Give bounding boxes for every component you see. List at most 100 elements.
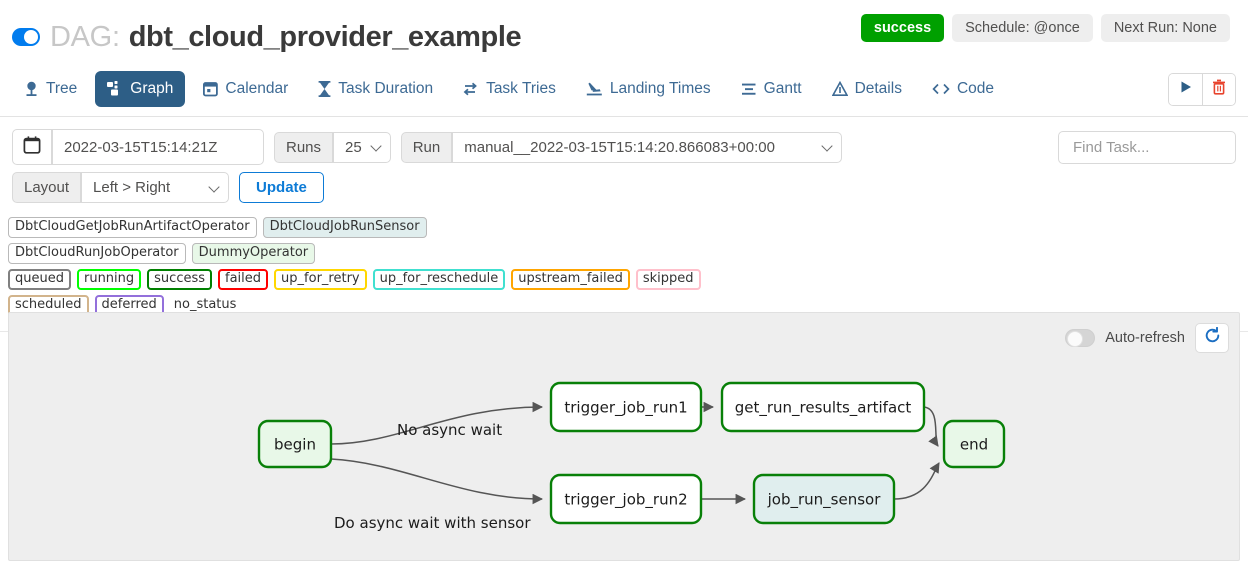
tab-label: Graph [130,80,174,97]
task-node-label: job_run_sensor [767,491,882,510]
view-tabs: Tree Graph Calendar Task Duration Task T [0,62,1248,117]
operator-legend-item: DbtCloudJobRunSensor [262,217,427,238]
details-icon [831,81,848,97]
edge-label-no-async-wait: No async wait [397,421,502,439]
state-legend-item-skipped: skipped [635,268,701,290]
graph-edge-labels: No async wait Do async wait with sensor [334,421,531,532]
task-node-label: trigger_job_run1 [564,399,687,418]
tab-label: Code [956,80,995,97]
operator-legend-item: DbtCloudRunJobOperator [8,242,186,264]
dag-graph[interactable]: No async wait Do async wait with sensor … [9,313,1240,561]
operator-legend-item: DbtCloudGetJobRunArtifactOperator [8,217,257,238]
state-legend: queued running success failed up_for_ret… [8,268,708,321]
tab-label: Details [854,80,902,97]
operator-legend: DbtCloudGetJobRunArtifactOperator DbtClo… [8,217,548,269]
landing-icon [586,81,603,97]
refresh-button[interactable] [1195,323,1229,353]
state-legend-item-running: running [76,268,142,290]
next-run-badge: Next Run: None [1100,14,1230,42]
filter-row-primary: 2022-03-15T15:14:21Z Runs 25 Run manual_… [12,129,1236,165]
dag-prefix-label: DAG: [50,20,120,53]
task-node-label: get_run_results_artifact [735,399,912,418]
tab-tree[interactable]: Tree [12,71,89,107]
dag-run-group: Run manual__2022-03-15T15:14:20.866083+0… [400,131,843,163]
trash-icon [1212,79,1226,100]
dag-pause-toggle[interactable] [12,28,40,46]
page-title: dbt_cloud_provider_example [128,20,522,53]
task-node-end[interactable]: end [942,419,1006,469]
edge-label-do-async-wait: Do async wait with sensor [334,514,531,532]
tab-gantt[interactable]: Gantt [729,71,814,107]
find-task-input[interactable]: Find Task... [1058,130,1236,164]
code-icon [932,81,950,97]
state-legend-item-up-for-reschedule: up_for_reschedule [372,268,506,290]
gantt-icon [741,81,757,97]
dag-action-buttons [1168,72,1236,106]
state-legend-item-queued: queued [8,268,71,290]
dag-run-select[interactable]: manual__2022-03-15T15:14:20.866083+00:00 [452,131,843,163]
calendar-icon [23,136,41,158]
calendar-picker-button[interactable] [12,129,52,165]
tab-task-tries[interactable]: Task Tries [451,71,568,107]
tab-label: Landing Times [609,80,711,97]
graph-nodes: begin trigger_job_run1 get_run_results_a… [257,381,1006,525]
tree-icon [24,81,39,97]
filter-row-secondary: Layout Left > Right Update [12,172,1236,203]
auto-refresh-toggle[interactable] [1065,329,1096,347]
task-node-trigger-job-run1[interactable]: trigger_job_run1 [549,381,703,433]
tab-details[interactable]: Details [820,71,914,107]
task-node-begin[interactable]: begin [257,419,333,469]
task-node-trigger-job-run2[interactable]: trigger_job_run2 [549,473,703,525]
status-badge: success [860,14,945,42]
base-date-input[interactable]: 2022-03-15T15:14:21Z [52,129,264,165]
num-runs-group: Runs 25 [274,131,391,163]
layout-group: Layout Left > Right [12,172,230,203]
tab-code[interactable]: Code [920,71,1006,107]
state-legend-item-upstream-failed: upstream_failed [511,268,630,290]
runs-label: Runs [274,131,334,163]
run-label: Run [400,131,453,163]
task-node-label: end [960,436,988,454]
graph-icon [107,81,123,97]
refresh-icon [1204,326,1221,349]
legend-bar: DbtCloudGetJobRunArtifactOperator DbtClo… [0,211,1248,332]
edge-job-run-sensor-to-end [893,462,940,500]
task-node-label: begin [274,436,316,454]
legend-lines: DbtCloudGetJobRunArtifactOperator DbtClo… [8,217,1240,321]
edge-begin-to-trigger-job-run1 [330,401,544,445]
auto-refresh-label: Auto-refresh [1105,330,1185,346]
dag-status-badges: success Schedule: @once Next Run: None [860,14,1234,42]
graph-canvas[interactable]: Auto-refresh [8,312,1240,561]
layout-label: Layout [12,172,82,203]
calendar-icon [203,81,219,97]
layout-select[interactable]: Left > Right [81,172,230,203]
tab-label: Tree [46,80,78,97]
update-button[interactable]: Update [239,172,324,203]
tab-graph[interactable]: Graph [95,71,186,107]
base-date-group: 2022-03-15T15:14:21Z [12,129,264,165]
task-node-job-run-sensor[interactable]: job_run_sensor [752,473,896,525]
num-runs-select[interactable]: 25 [333,131,391,163]
tab-label: Task Tries [486,80,556,97]
schedule-badge: Schedule: @once [952,14,1093,42]
filter-bar: 2022-03-15T15:14:21Z Runs 25 Run manual_… [0,117,1248,211]
tab-landing-times[interactable]: Landing Times [574,71,723,107]
state-legend-item-no-status: no_status [173,296,237,312]
retry-icon [463,81,479,97]
state-legend-item-up-for-retry: up_for_retry [274,268,367,290]
delete-dag-button[interactable] [1202,73,1235,105]
tab-label: Task Duration [338,80,434,97]
operator-legend-item: DummyOperator [191,242,316,264]
hourglass-icon [318,81,331,97]
dag-header: DAG: dbt_cloud_provider_example success … [0,0,1248,62]
state-legend-item-failed: failed [218,268,269,290]
graph-toolbar: Auto-refresh [1065,323,1229,353]
play-icon [1179,80,1193,99]
task-node-get-run-results-artifact[interactable]: get_run_results_artifact [720,381,926,433]
trigger-dag-button[interactable] [1169,73,1202,105]
graph-edges [330,401,940,505]
state-legend-item-success: success [147,268,213,290]
tab-calendar[interactable]: Calendar [191,71,300,107]
edge-begin-to-trigger-job-run2 [330,458,544,505]
tab-task-duration[interactable]: Task Duration [306,71,445,107]
